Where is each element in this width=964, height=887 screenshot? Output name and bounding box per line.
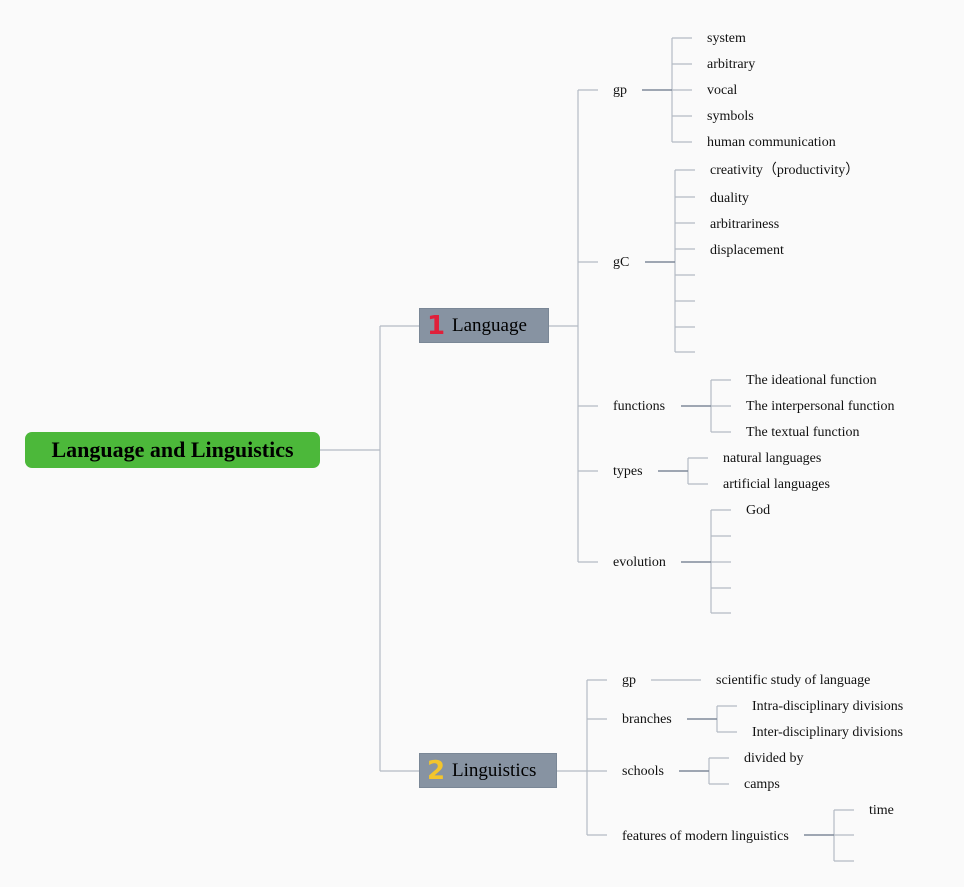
leaf-human-communication[interactable]: human communication [707,135,836,150]
leaf-system[interactable]: system [707,31,746,46]
branch-linguistics[interactable]: 2 Linguistics [419,753,557,788]
leaf-scientific-study[interactable]: scientific study of language [716,673,871,688]
leaf-god[interactable]: God [746,503,771,518]
topic-linguistics-gp[interactable]: gp [622,673,636,688]
topic-schools[interactable]: schools [622,764,664,779]
topic-features-modern-linguistics[interactable]: features of modern linguistics [622,829,789,844]
branch-language[interactable]: 1 Language [419,308,549,343]
number-two-icon: 2 [426,755,446,786]
leaf-arbitrary[interactable]: arbitrary [707,57,756,72]
leaf-symbols[interactable]: symbols [707,109,754,124]
topic-functions[interactable]: functions [613,399,666,414]
leaf-displacement[interactable]: displacement [710,243,784,258]
leaf-time[interactable]: time [869,803,894,818]
branch-linguistics-label: Linguistics [452,759,537,781]
topic-language-gp[interactable]: gp [613,83,627,98]
topic-language-gc[interactable]: gC [613,255,630,270]
leaf-divided-by[interactable]: divided by [744,751,804,766]
leaf-textual-function[interactable]: The textual function [746,425,860,440]
leaf-ideational-function[interactable]: The ideational function [746,373,877,388]
leaf-arbitrariness[interactable]: arbitrariness [710,217,780,232]
topic-evolution[interactable]: evolution [613,555,666,570]
leaf-intra-disciplinary[interactable]: Intra-disciplinary divisions [752,699,904,714]
root-topic[interactable]: Language and Linguistics [25,432,320,468]
leaf-camps[interactable]: camps [744,777,780,792]
leaf-artificial-languages[interactable]: artificial languages [723,477,830,492]
leaf-vocal[interactable]: vocal [707,83,738,98]
leaf-duality[interactable]: duality [710,191,749,206]
leaf-interpersonal-function[interactable]: The interpersonal function [746,399,895,414]
branch-language-label: Language [452,314,527,336]
leaf-creativity[interactable]: creativity（productivity） [710,163,860,178]
root-topic-label: Language and Linguistics [51,437,294,462]
leaf-inter-disciplinary[interactable]: Inter-disciplinary divisions [752,725,903,740]
number-one-icon: 1 [426,310,446,341]
topic-branches[interactable]: branches [622,712,672,727]
topic-types[interactable]: types [613,464,643,479]
leaf-natural-languages[interactable]: natural languages [723,451,822,466]
